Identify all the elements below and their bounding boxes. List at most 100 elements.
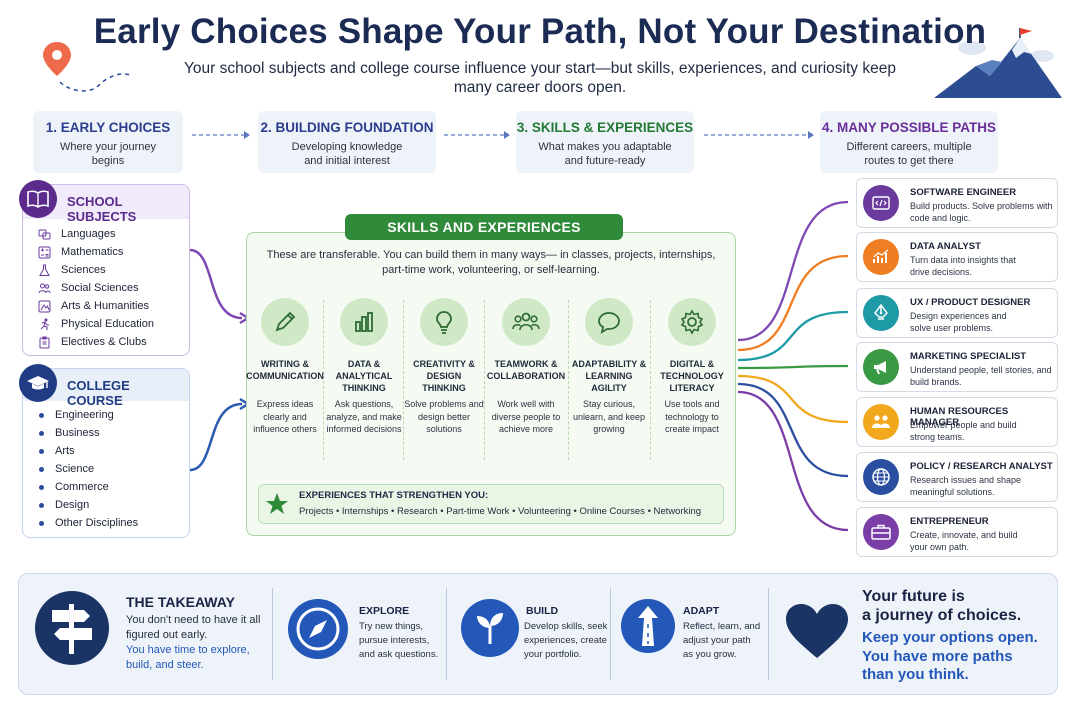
- career-ux-designer: UX / PRODUCT DESIGNER Design experiences…: [856, 288, 1058, 338]
- mountain-flag-icon: [934, 28, 1062, 98]
- people-icon: [37, 281, 51, 295]
- pen-nib-icon: [863, 295, 899, 331]
- step-subtitle: Developing knowledge and initial interes…: [291, 141, 403, 167]
- career-title: DATA ANALYST: [910, 241, 981, 252]
- build-text: Develop skills, seek experiences, create…: [524, 621, 608, 660]
- skill-name: CREATIVITY & DESIGN THINKING: [413, 359, 475, 393]
- course-label: Arts: [55, 445, 75, 457]
- skill-creativity: CREATIVITY & DESIGN THINKING Solve probl…: [404, 298, 484, 436]
- course-label: Science: [55, 463, 95, 475]
- experiences-box: [258, 484, 724, 524]
- divider: [272, 588, 273, 680]
- career-title: SOFTWARE ENGINEER: [910, 187, 1017, 198]
- experiences-list: Projects • Internships • Research • Part…: [299, 506, 702, 517]
- gear-icon: [668, 298, 716, 346]
- list-item: Languages: [37, 225, 154, 243]
- bullet: [39, 412, 44, 418]
- list-item: Other Disciplines: [37, 514, 138, 532]
- step-subtitle: What makes you adaptable and future-read…: [538, 141, 672, 167]
- career-desc: Turn data into insights that drive decis…: [910, 255, 1016, 277]
- career-title: POLICY / RESEARCH ANALYST: [910, 461, 1053, 472]
- takeaway-blue-text: You have time to explore, build, and ste…: [126, 644, 250, 671]
- bar-chart-icon: [340, 298, 388, 346]
- skill-desc: Work well with diverse people to achieve…: [491, 399, 561, 434]
- skill-writing: WRITING & COMMUNICATION Express ideas cl…: [245, 298, 325, 436]
- list-item: Mathematics: [37, 243, 154, 261]
- code-icon: [863, 185, 899, 221]
- list-item: Design: [37, 496, 138, 514]
- takeaway-title: THE TAKEAWAY: [126, 594, 235, 610]
- chart-icon: [863, 239, 899, 275]
- list-item: Business: [37, 424, 138, 442]
- graduation-cap-icon: [19, 364, 57, 402]
- skill-desc: Stay curious, unlearn, and keep growing: [572, 399, 646, 434]
- math-icon: [37, 245, 51, 259]
- subject-label: Sciences: [61, 264, 106, 276]
- compass-icon: [288, 599, 348, 659]
- adapt-title: ADAPT: [683, 605, 720, 617]
- divider: [610, 588, 611, 680]
- career-connectors: [737, 200, 849, 532]
- skill-name: DATA & ANALYTICAL THINKING: [335, 359, 393, 393]
- list-item: Engineering: [37, 406, 138, 424]
- list-item: Arts & Humanities: [37, 297, 154, 315]
- pencil-icon: [261, 298, 309, 346]
- explore-title: EXPLORE: [359, 605, 410, 617]
- location-pin-icon: [43, 42, 133, 92]
- divider: [650, 300, 651, 460]
- course-label: Business: [55, 427, 100, 439]
- team-icon: [502, 298, 550, 346]
- step-title: 3. SKILLS & EXPERIENCES: [516, 120, 694, 135]
- college-course-list: Engineering Business Arts Science Commer…: [37, 406, 138, 532]
- bullet: [39, 448, 44, 454]
- subject-label: Electives & Clubs: [61, 336, 147, 348]
- step-building-foundation: 2. BUILDING FOUNDATION Developing knowle…: [258, 111, 436, 173]
- future-line2: a journey of choices.: [862, 607, 1022, 624]
- running-icon: [37, 317, 51, 331]
- experiences-title: EXPERIENCES THAT STRENGTHEN YOU:: [299, 490, 489, 501]
- heart-icon: [786, 604, 848, 658]
- art-icon: [37, 299, 51, 313]
- skill-desc: Ask questions, analyze, and make informe…: [326, 399, 402, 434]
- list-item: Science: [37, 460, 138, 478]
- step-subtitle: Where your journey begins: [60, 141, 156, 167]
- divider: [768, 588, 769, 680]
- career-desc: Understand people, tell stories, and bui…: [910, 365, 1052, 387]
- college-course-title: COLLEGE COURSE: [67, 378, 130, 408]
- step-early-choices: 1. EARLY CHOICES Where your journey begi…: [33, 111, 183, 173]
- career-title: ENTREPRENEUR: [910, 516, 989, 527]
- skill-name: WRITING & COMMUNICATION: [246, 359, 324, 381]
- divider: [446, 588, 447, 680]
- chat-bubble-icon: [585, 298, 633, 346]
- explore-text: Try new things, pursue interests, and as…: [359, 621, 439, 660]
- build-title: BUILD: [526, 605, 559, 617]
- career-software-engineer: SOFTWARE ENGINEER Build products. Solve …: [856, 178, 1058, 228]
- list-item: Commerce: [37, 478, 138, 496]
- subject-label: Languages: [61, 228, 116, 240]
- lightbulb-icon: [420, 298, 468, 346]
- course-label: Commerce: [55, 481, 109, 493]
- bullet: [39, 466, 44, 472]
- career-desc: Build products. Solve problems with code…: [910, 201, 1053, 223]
- sprout-icon: [461, 599, 519, 657]
- career-desc: Empower people and build strong teams.: [910, 420, 1017, 442]
- career-title: MARKETING SPECIALIST: [910, 351, 1027, 362]
- divider: [484, 300, 485, 460]
- divider: [403, 300, 404, 460]
- signpost-icon: [35, 591, 109, 665]
- career-title: UX / PRODUCT DESIGNER: [910, 297, 1031, 308]
- skill-name: TEAMWORK & COLLABORATION: [486, 359, 566, 381]
- language-icon: [37, 227, 51, 241]
- book-icon: [19, 180, 57, 218]
- list-item: Physical Education: [37, 315, 154, 333]
- briefcase-icon: [863, 514, 899, 550]
- skill-adaptability: ADAPTABILITY & LEARNING AGILITY Stay cur…: [569, 298, 649, 436]
- course-label: Engineering: [55, 409, 114, 421]
- list-item: Sciences: [37, 261, 154, 279]
- course-label: Other Disciplines: [55, 517, 139, 529]
- skill-desc: Solve problems and design better solutio…: [404, 399, 484, 434]
- skill-name: DIGITAL & TECHNOLOGY LITERACY: [660, 359, 724, 393]
- step-arrows: [192, 131, 814, 139]
- skill-desc: Use tools and technology to create impac…: [664, 399, 720, 434]
- step-subtitle: Different careers, multiple routes to ge…: [846, 141, 972, 167]
